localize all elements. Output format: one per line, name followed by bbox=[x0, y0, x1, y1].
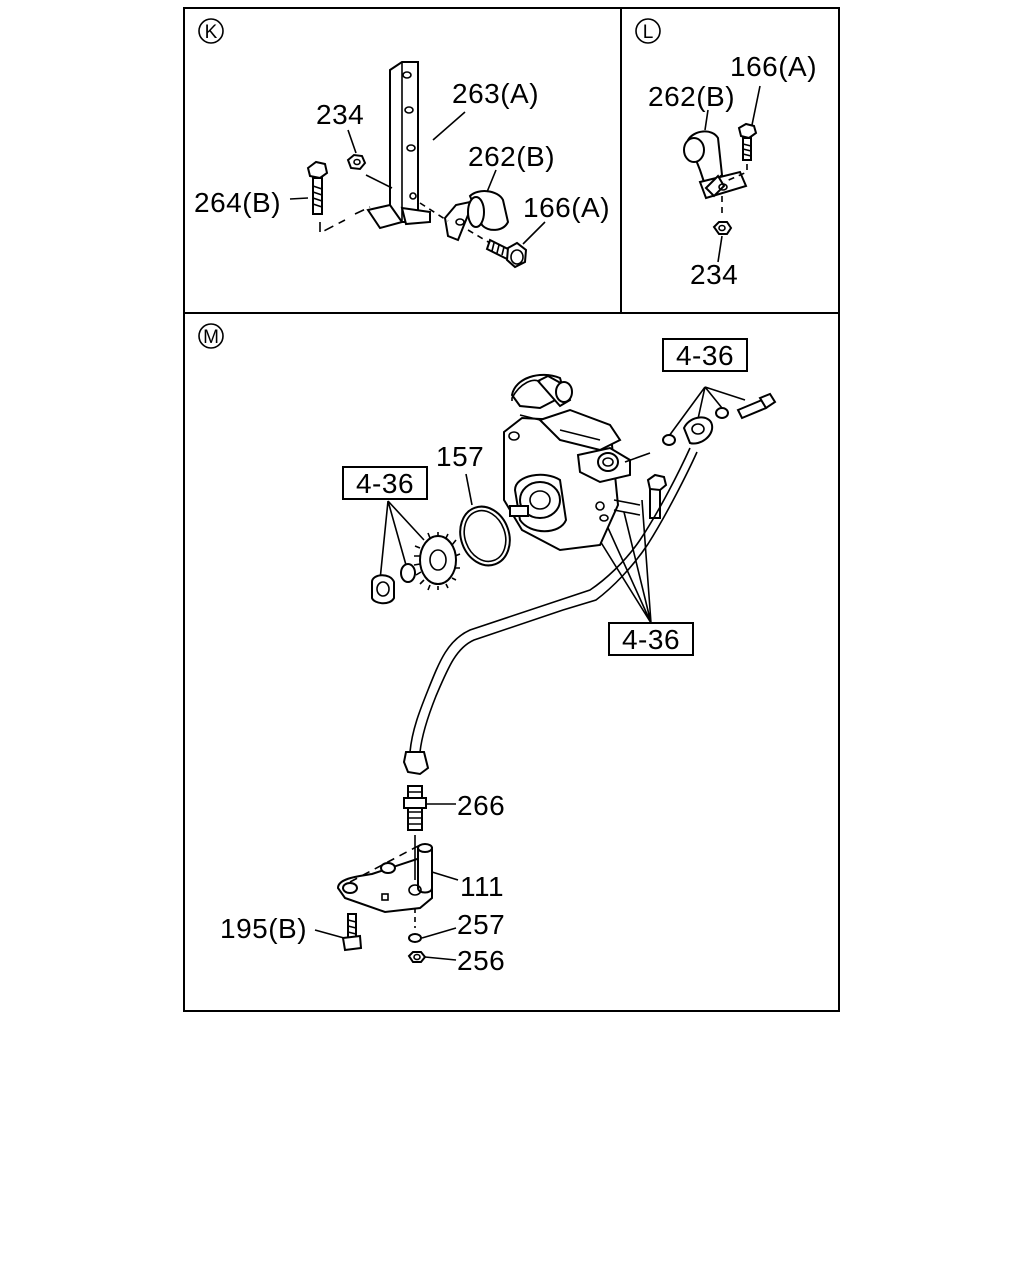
label-257: 257 bbox=[457, 909, 505, 940]
ref-4-36-top: 4-36 bbox=[676, 340, 734, 371]
panel-m-letter: M bbox=[203, 327, 219, 348]
bracket-111-drawing bbox=[336, 843, 433, 914]
gear-drawing bbox=[413, 532, 461, 591]
panel-m-marker: M bbox=[198, 323, 224, 349]
o-ring-157-drawing bbox=[459, 505, 511, 567]
label-166a-k: 166(A) bbox=[523, 192, 610, 223]
label-157: 157 bbox=[436, 441, 484, 472]
panel-l-letter: L bbox=[643, 22, 654, 43]
bolt-166a-drawing bbox=[485, 238, 528, 269]
ref-4-36-left: 4-36 bbox=[356, 468, 414, 499]
bracket-263a-drawing bbox=[366, 61, 431, 230]
clamp-262b-drawing bbox=[443, 190, 510, 242]
nut-234-drawing bbox=[346, 153, 367, 171]
diagram-frame bbox=[183, 7, 840, 1012]
panel-k: K 263(A) 234 264(B) bbox=[194, 18, 610, 269]
label-111: 111 bbox=[460, 871, 504, 902]
label-264b-k: 264(B) bbox=[194, 187, 281, 218]
pump-drawing bbox=[503, 373, 651, 552]
label-195b: 195(B) bbox=[220, 913, 307, 944]
fitting-266-drawing bbox=[403, 785, 427, 831]
panel-k-marker: K bbox=[198, 18, 224, 44]
pump-bolt-drawing bbox=[646, 473, 668, 519]
nut-234-l-drawing bbox=[712, 221, 733, 235]
banjo-fitting-drawing bbox=[662, 392, 777, 446]
panel-l-marker: L bbox=[635, 18, 661, 44]
clamp-262b-l-drawing bbox=[683, 130, 748, 200]
label-234-l: 234 bbox=[690, 259, 738, 290]
panel-k-letter: K bbox=[205, 22, 218, 43]
label-266: 266 bbox=[457, 790, 505, 821]
ref-box-top: 4-36 bbox=[662, 338, 748, 372]
label-263a: 263(A) bbox=[452, 78, 539, 109]
label-256: 256 bbox=[457, 945, 505, 976]
label-166a-l: 166(A) bbox=[730, 51, 817, 82]
label-262b-k: 262(B) bbox=[468, 141, 555, 172]
label-234-k: 234 bbox=[316, 99, 364, 130]
panel-m: M 4-36 4-36 4-36 bbox=[198, 323, 777, 976]
bolt-195b-drawing bbox=[341, 913, 363, 952]
label-262b-l: 262(B) bbox=[648, 81, 735, 112]
pipe-nut-drawing bbox=[402, 751, 430, 776]
ref-4-36-bottom: 4-36 bbox=[622, 624, 680, 655]
ref-box-left: 4-36 bbox=[342, 466, 428, 500]
ref-box-bottom: 4-36 bbox=[608, 622, 694, 656]
washer-nut-left-drawing bbox=[371, 563, 416, 605]
bolt-166a-l-drawing bbox=[737, 122, 758, 161]
bolt-264b-drawing bbox=[306, 160, 329, 215]
panel-l: L 166(A) 262(B) 234 bbox=[635, 18, 817, 290]
